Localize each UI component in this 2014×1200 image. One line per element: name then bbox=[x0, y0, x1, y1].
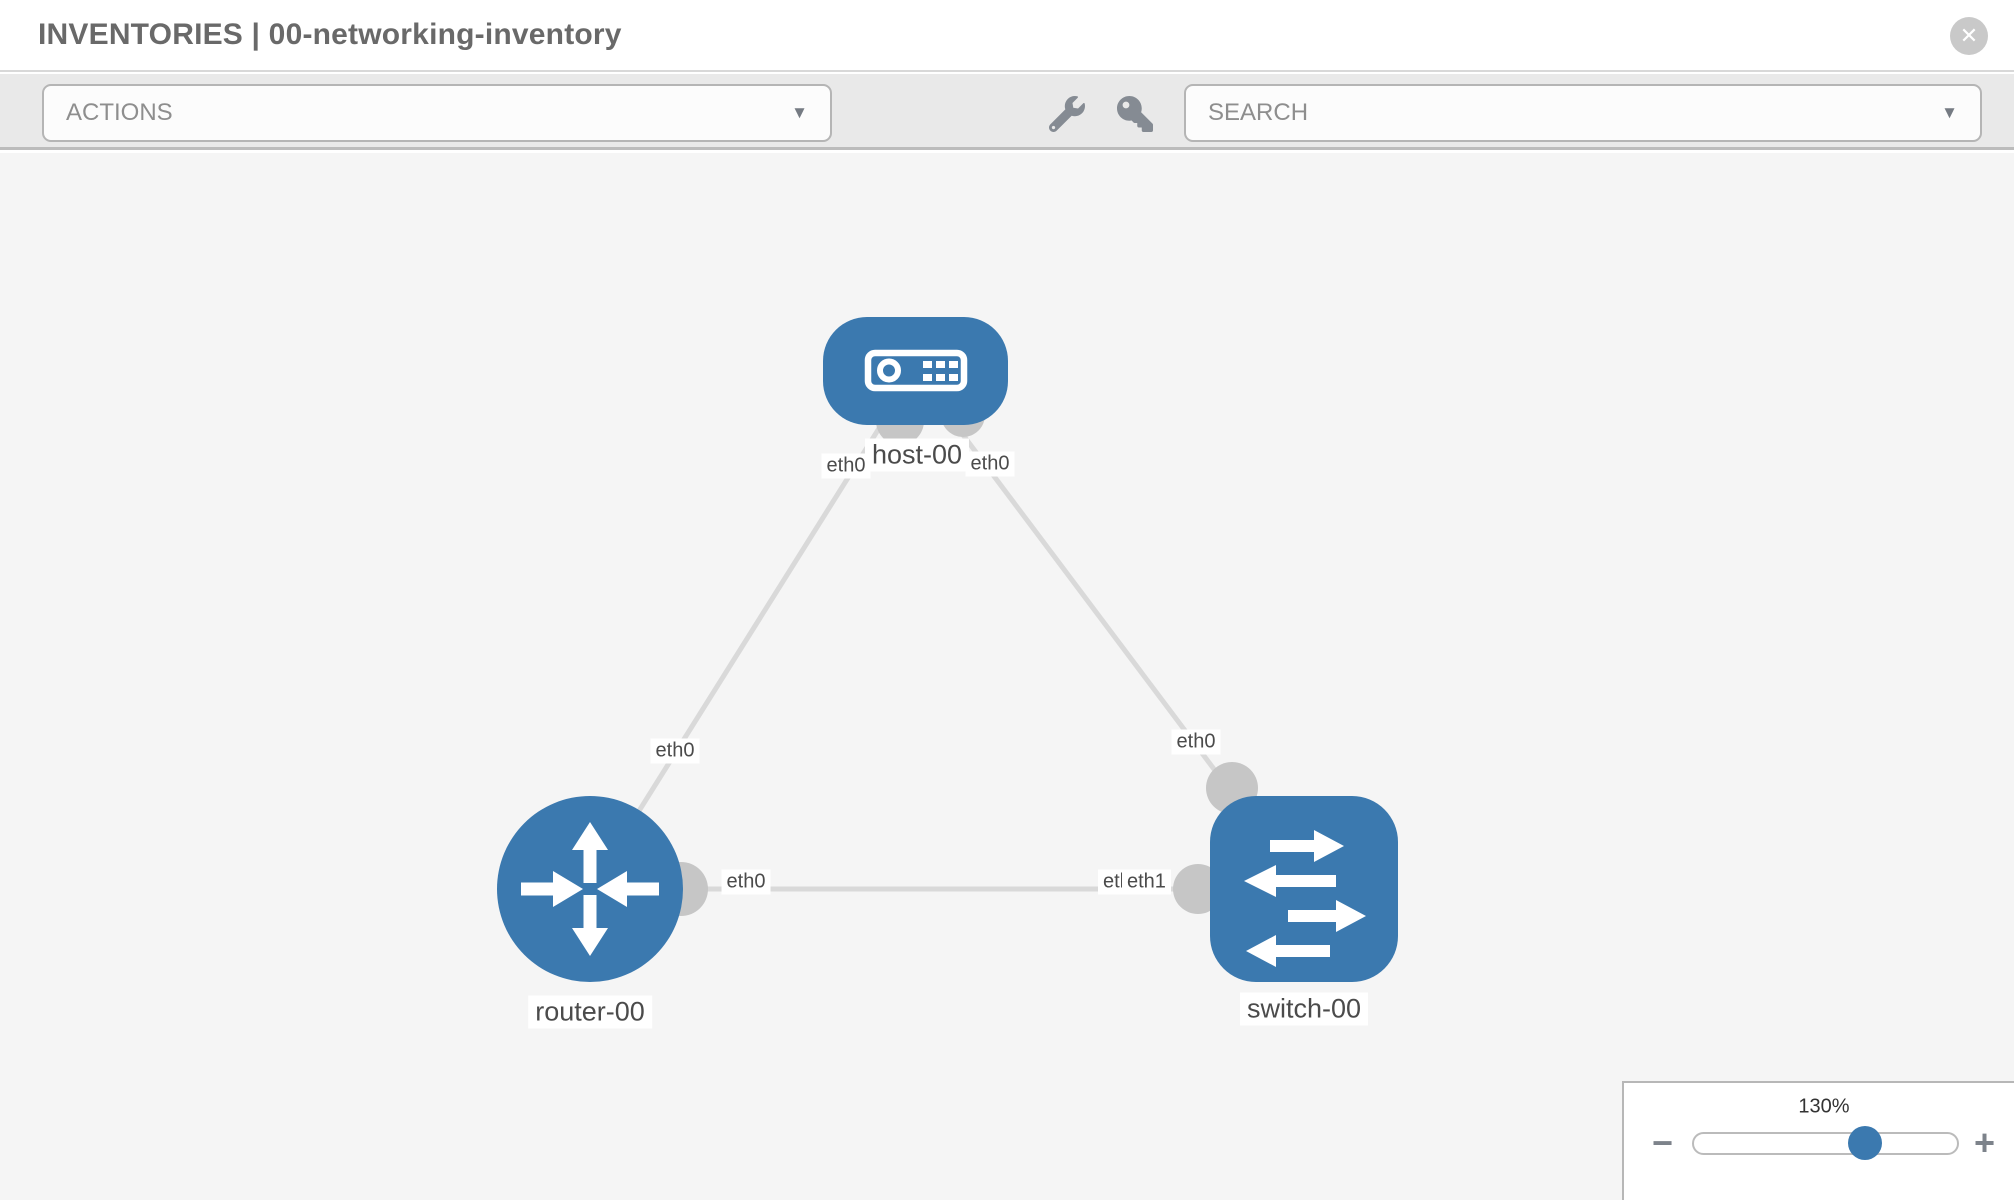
chevron-down-icon: ▼ bbox=[791, 103, 808, 122]
node-host-00[interactable] bbox=[823, 317, 1008, 425]
interface-label: eth0 bbox=[1171, 729, 1221, 755]
actions-dropdown[interactable]: ACTIONS ▼ bbox=[42, 84, 832, 142]
node-label-router-00: router-00 bbox=[528, 995, 652, 1029]
node-label-host-00: host-00 bbox=[864, 438, 970, 472]
interface-label: eth0 bbox=[965, 451, 1015, 477]
header: INVENTORIES | 00-networking-inventory ✕ bbox=[0, 0, 2014, 72]
key-icon[interactable] bbox=[1117, 96, 1153, 132]
search-dropdown-label: SEARCH bbox=[1208, 99, 1309, 126]
wrench-icon[interactable] bbox=[1048, 96, 1085, 133]
page-title: INVENTORIES | 00-networking-inventory bbox=[38, 18, 622, 51]
search-dropdown[interactable]: SEARCH ▼ bbox=[1184, 84, 1982, 142]
interface-label: eth1 bbox=[1122, 869, 1171, 895]
node-router-00[interactable] bbox=[497, 796, 683, 982]
toolbar: ACTIONS ▼ SEARCH ▼ bbox=[0, 74, 2014, 150]
zoom-out-button[interactable]: − bbox=[1652, 1122, 1674, 1163]
close-glyph: ✕ bbox=[1959, 23, 1979, 48]
zoom-control-panel: 130% − + bbox=[1622, 1081, 2014, 1200]
topology-canvas[interactable]: eth0 eth0 eth0 eth0 eth0 eth0 eth1 host-… bbox=[0, 153, 2014, 1200]
chevron-down-icon: ▼ bbox=[1941, 103, 1958, 122]
interface-label: eth0 bbox=[721, 869, 771, 895]
zoom-in-button[interactable]: + bbox=[1974, 1122, 1996, 1163]
actions-dropdown-label: ACTIONS bbox=[66, 99, 173, 126]
interface-label: eth0 bbox=[821, 453, 871, 479]
node-switch-00[interactable] bbox=[1210, 796, 1398, 982]
zoom-slider-track[interactable] bbox=[1692, 1132, 1959, 1155]
zoom-slider-thumb[interactable] bbox=[1848, 1126, 1882, 1160]
interface-label: eth0 bbox=[650, 738, 700, 764]
close-icon[interactable]: ✕ bbox=[1950, 17, 1988, 55]
zoom-level: 130% bbox=[1798, 1095, 1850, 1118]
node-label-switch-00: switch-00 bbox=[1239, 992, 1369, 1026]
